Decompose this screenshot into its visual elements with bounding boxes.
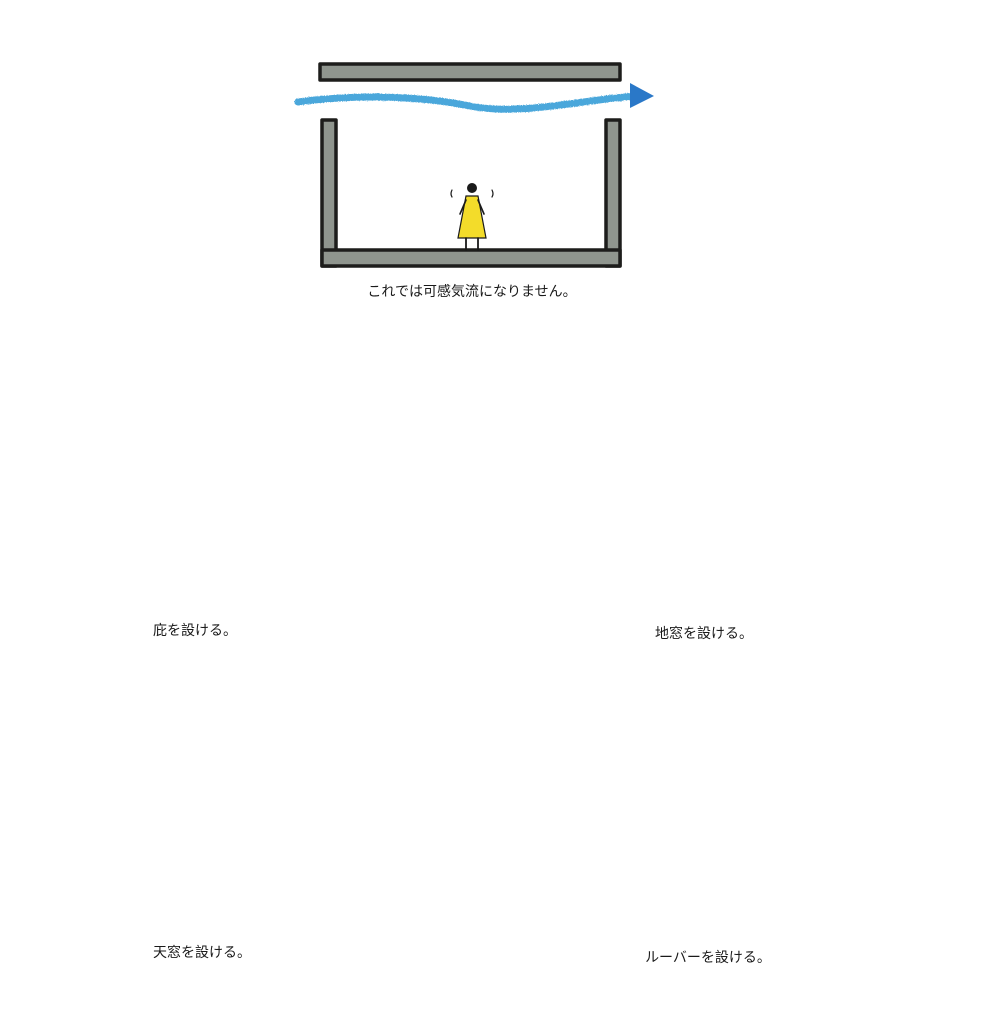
caption-skylight-panel: 天窓を設ける。 (153, 945, 251, 961)
caption-eaves-panel: 庇を設ける。 (153, 623, 237, 639)
caption-top-panel: これでは可感気流になりません。 (367, 284, 577, 300)
caption-louver-panel: ルーバーを設ける。 (645, 950, 771, 966)
person-yellow-dress (450, 183, 494, 251)
caption-ground-window-panel: 地窓を設ける。 (655, 626, 753, 642)
roof-slab (318, 62, 622, 82)
right-wall (604, 118, 622, 268)
airflow-arrowhead-icon (630, 83, 654, 108)
panel-top-closed-room (294, 62, 654, 268)
left-wall (320, 118, 338, 268)
airflow-curve (294, 92, 640, 113)
floor-slab (320, 248, 622, 268)
